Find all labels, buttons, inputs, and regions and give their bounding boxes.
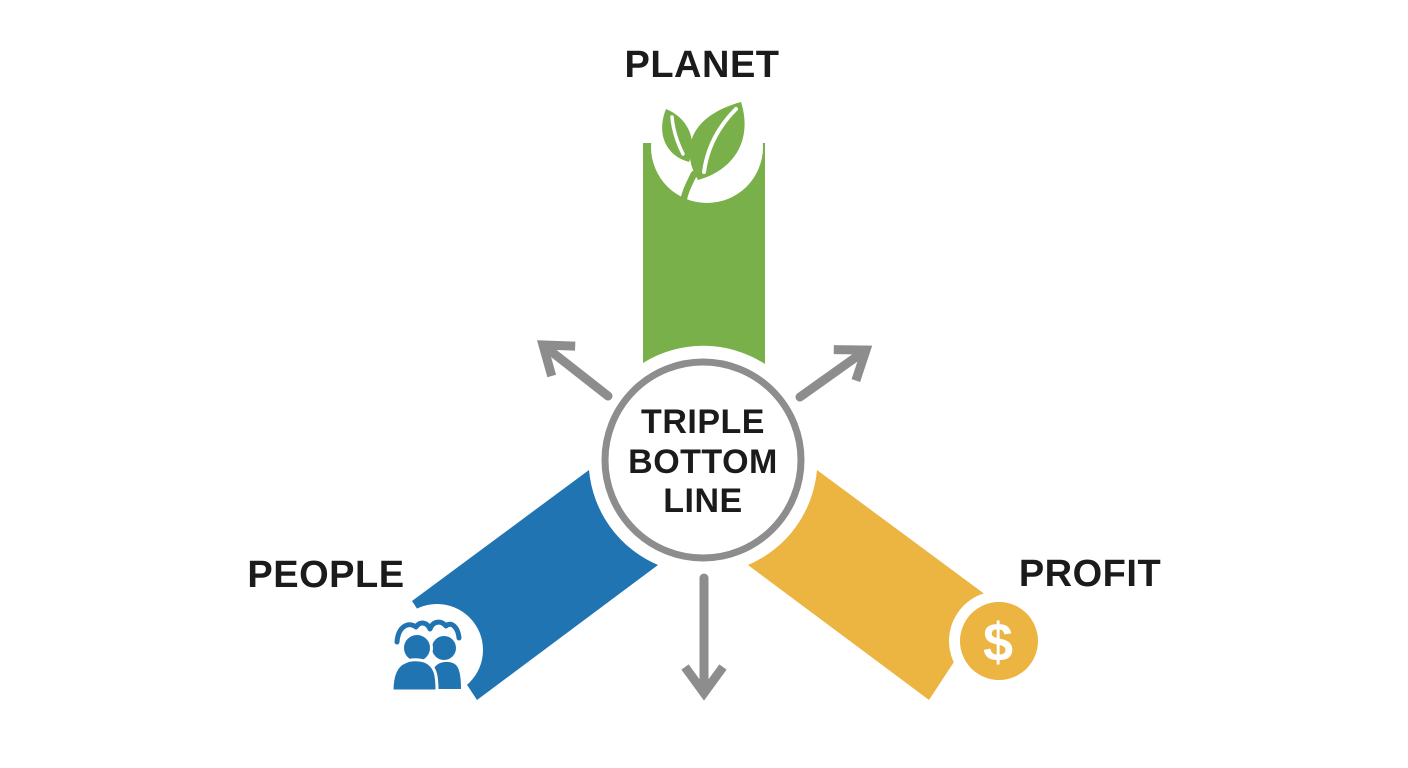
arrow-up-left <box>536 340 613 401</box>
planet-bar <box>643 143 765 364</box>
planet-label: PLANET <box>625 44 780 86</box>
people-label: PEOPLE <box>247 554 404 596</box>
arrow-up-right <box>795 345 873 402</box>
leaf-icon <box>662 102 745 208</box>
leaf-stem <box>679 170 698 208</box>
leaf-large-vein <box>702 107 738 174</box>
person-front-head <box>401 632 433 664</box>
center-circle <box>601 358 805 562</box>
person-front-body <box>390 658 439 693</box>
leaf-large <box>689 102 745 180</box>
center-label-line-1: TRIPLE <box>641 403 765 441</box>
center-label-line-3: LINE <box>663 482 742 520</box>
people-hair-squiggle <box>394 619 462 645</box>
leaf-small-vein <box>670 115 685 156</box>
profit-label: PROFIT <box>1019 553 1161 595</box>
dollar-coin-icon: $ <box>960 602 1038 680</box>
dollar-coin <box>960 602 1038 680</box>
person-back-head <box>432 636 456 660</box>
center-label-line-2: BOTTOM <box>628 443 778 481</box>
profit-bar <box>748 470 994 700</box>
dollar-symbol: $ <box>983 612 1013 672</box>
people-icon <box>390 619 462 693</box>
